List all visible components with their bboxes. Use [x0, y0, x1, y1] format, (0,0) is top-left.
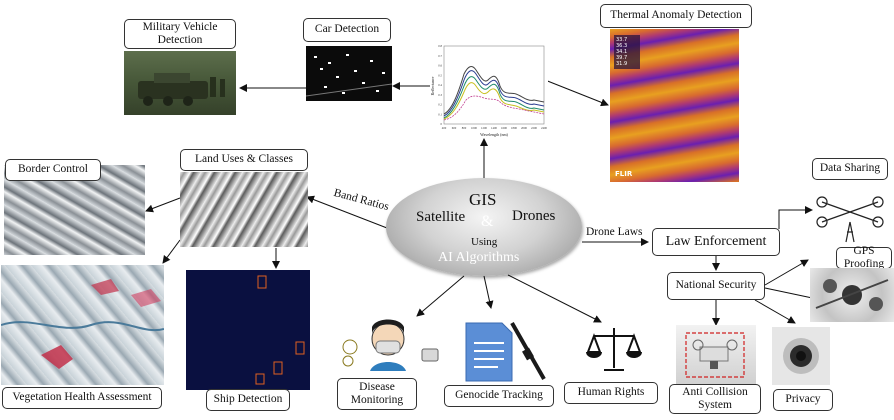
arrow-to-vegetation	[162, 239, 181, 264]
privacy-label: Privacy	[773, 389, 833, 411]
spectral-y-tick: 0.8	[438, 44, 442, 48]
spectral-y-tick: 0.1	[438, 112, 442, 116]
border-control-label: Border Control	[5, 159, 101, 181]
arrow-to-data-sharing	[778, 206, 813, 229]
land-uses-image	[180, 172, 308, 247]
arrow-to-gps	[764, 259, 809, 286]
thermal-image: 33.7 36.3 34.1 39.7 31.9 FLIR	[610, 29, 739, 182]
spectral-y-tick: 0	[441, 122, 443, 126]
arrow-to-disease	[416, 275, 465, 317]
national-security-label: National Security	[667, 272, 765, 300]
anti-collision-label: Anti Collision System	[669, 384, 761, 414]
spectral-x-tick: 2400	[541, 126, 548, 130]
spectral-y-tick: 0.4	[438, 83, 442, 87]
arrow-to-genocide	[483, 275, 494, 309]
law-enforcement-label: Law Enforcement	[652, 228, 780, 256]
car-detection-image	[306, 46, 392, 101]
car-detection-label: Car Detection	[303, 18, 391, 42]
arrow-to-privacy	[754, 299, 796, 324]
gps-proofing-label: GPS Proofing	[836, 245, 892, 270]
center-drones: Drones	[512, 208, 556, 224]
spectral-x-tick: 1600	[501, 126, 508, 130]
vegetation-image	[1, 265, 164, 385]
spectral-x-tick: 600	[452, 126, 457, 130]
arrow-to-land-uses	[306, 195, 388, 229]
disease-monitoring-image	[330, 313, 448, 383]
spectral-x-tick: 2200	[531, 126, 538, 130]
disease-monitoring-label: Disease Monitoring	[337, 378, 417, 410]
spectral-x-tick: 1400	[491, 126, 498, 130]
drone-laws-label: Drone Laws	[586, 226, 643, 238]
spectral-y-tick: 0.3	[438, 93, 442, 97]
center-gis: GIS	[469, 190, 497, 209]
spectral-chart: Wavelength (nm) Reflectance 400 600 800 100…	[430, 40, 548, 138]
arrow-to-thermal	[544, 79, 609, 107]
thermal-label: Thermal Anomaly Detection	[600, 4, 752, 28]
spectral-x-tick: 2000	[521, 126, 528, 130]
center-ai: AI Algorithms	[438, 250, 520, 265]
center-ellipse	[386, 178, 582, 276]
spectral-xlabel: Wavelength (nm)	[480, 132, 508, 137]
thermal-legend: 33.7 36.3 34.1 39.7 31.9	[614, 35, 640, 69]
genocide-tracking-image	[458, 319, 550, 385]
center-satellite: Satellite	[416, 209, 466, 225]
military-vehicle-label: Military Vehicle Detection	[124, 19, 236, 49]
center-amp: &	[481, 213, 494, 230]
anti-collision-image	[676, 325, 756, 387]
genocide-tracking-label: Genocide Tracking	[444, 385, 554, 407]
spectral-y-tick: 0.6	[438, 64, 442, 68]
vegetation-label: Vegetation Health Assessment	[2, 387, 162, 409]
privacy-image	[772, 327, 830, 385]
spectral-x-tick: 1000	[471, 126, 478, 130]
arrow-to-border	[145, 197, 181, 213]
data-sharing-label: Data Sharing	[812, 158, 888, 180]
flir-logo: FLIR	[615, 170, 633, 178]
arrow-to-human-rights	[507, 274, 602, 323]
ship-detection-image	[186, 270, 310, 390]
spectral-ylabel: Reflectance	[430, 76, 435, 95]
spectral-y-tick: 0.2	[438, 103, 442, 107]
spectral-x-tick: 400	[442, 126, 447, 130]
spectral-x-tick: 1200	[481, 126, 488, 130]
data-sharing-image	[812, 182, 890, 244]
military-vehicle-image	[124, 51, 236, 115]
spectral-y-tick: 0.7	[438, 54, 442, 58]
gps-proofing-image	[810, 268, 894, 322]
spectral-y-tick: 0.5	[438, 73, 442, 77]
ship-detection-label: Ship Detection	[206, 389, 290, 411]
land-uses-label: Land Uses & Classes	[180, 149, 308, 171]
spectral-x-tick: 1800	[511, 126, 518, 130]
human-rights-image	[584, 322, 644, 380]
center-using: Using	[471, 236, 498, 248]
human-rights-label: Human Rights	[564, 382, 658, 404]
spectral-x-tick: 800	[462, 126, 467, 130]
